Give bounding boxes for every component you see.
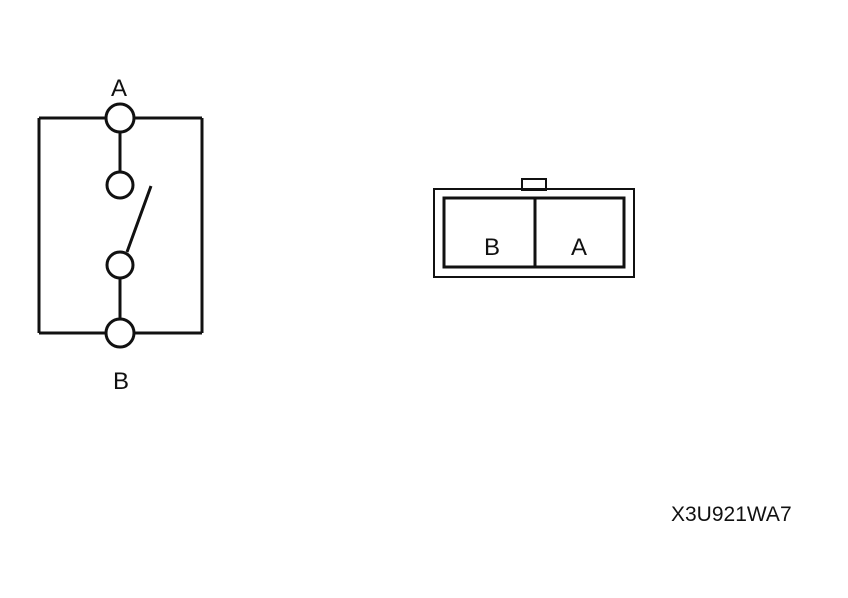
figure-reference-code: X3U921WA7	[671, 503, 792, 526]
terminal-b-label: B	[113, 368, 129, 395]
switch-schematic	[37, 102, 204, 349]
upper-contact-circle	[105, 170, 135, 200]
terminal-a-label: A	[111, 75, 127, 102]
connector-housing	[433, 188, 635, 278]
switch-blade	[125, 185, 153, 253]
lower-contact-circle	[105, 250, 135, 280]
cavity-a-label: A	[571, 234, 587, 261]
terminal-b-circle	[104, 317, 136, 349]
cavity-b-label: B	[484, 234, 500, 261]
terminal-a-circle	[104, 102, 136, 134]
connector-face	[433, 178, 635, 278]
